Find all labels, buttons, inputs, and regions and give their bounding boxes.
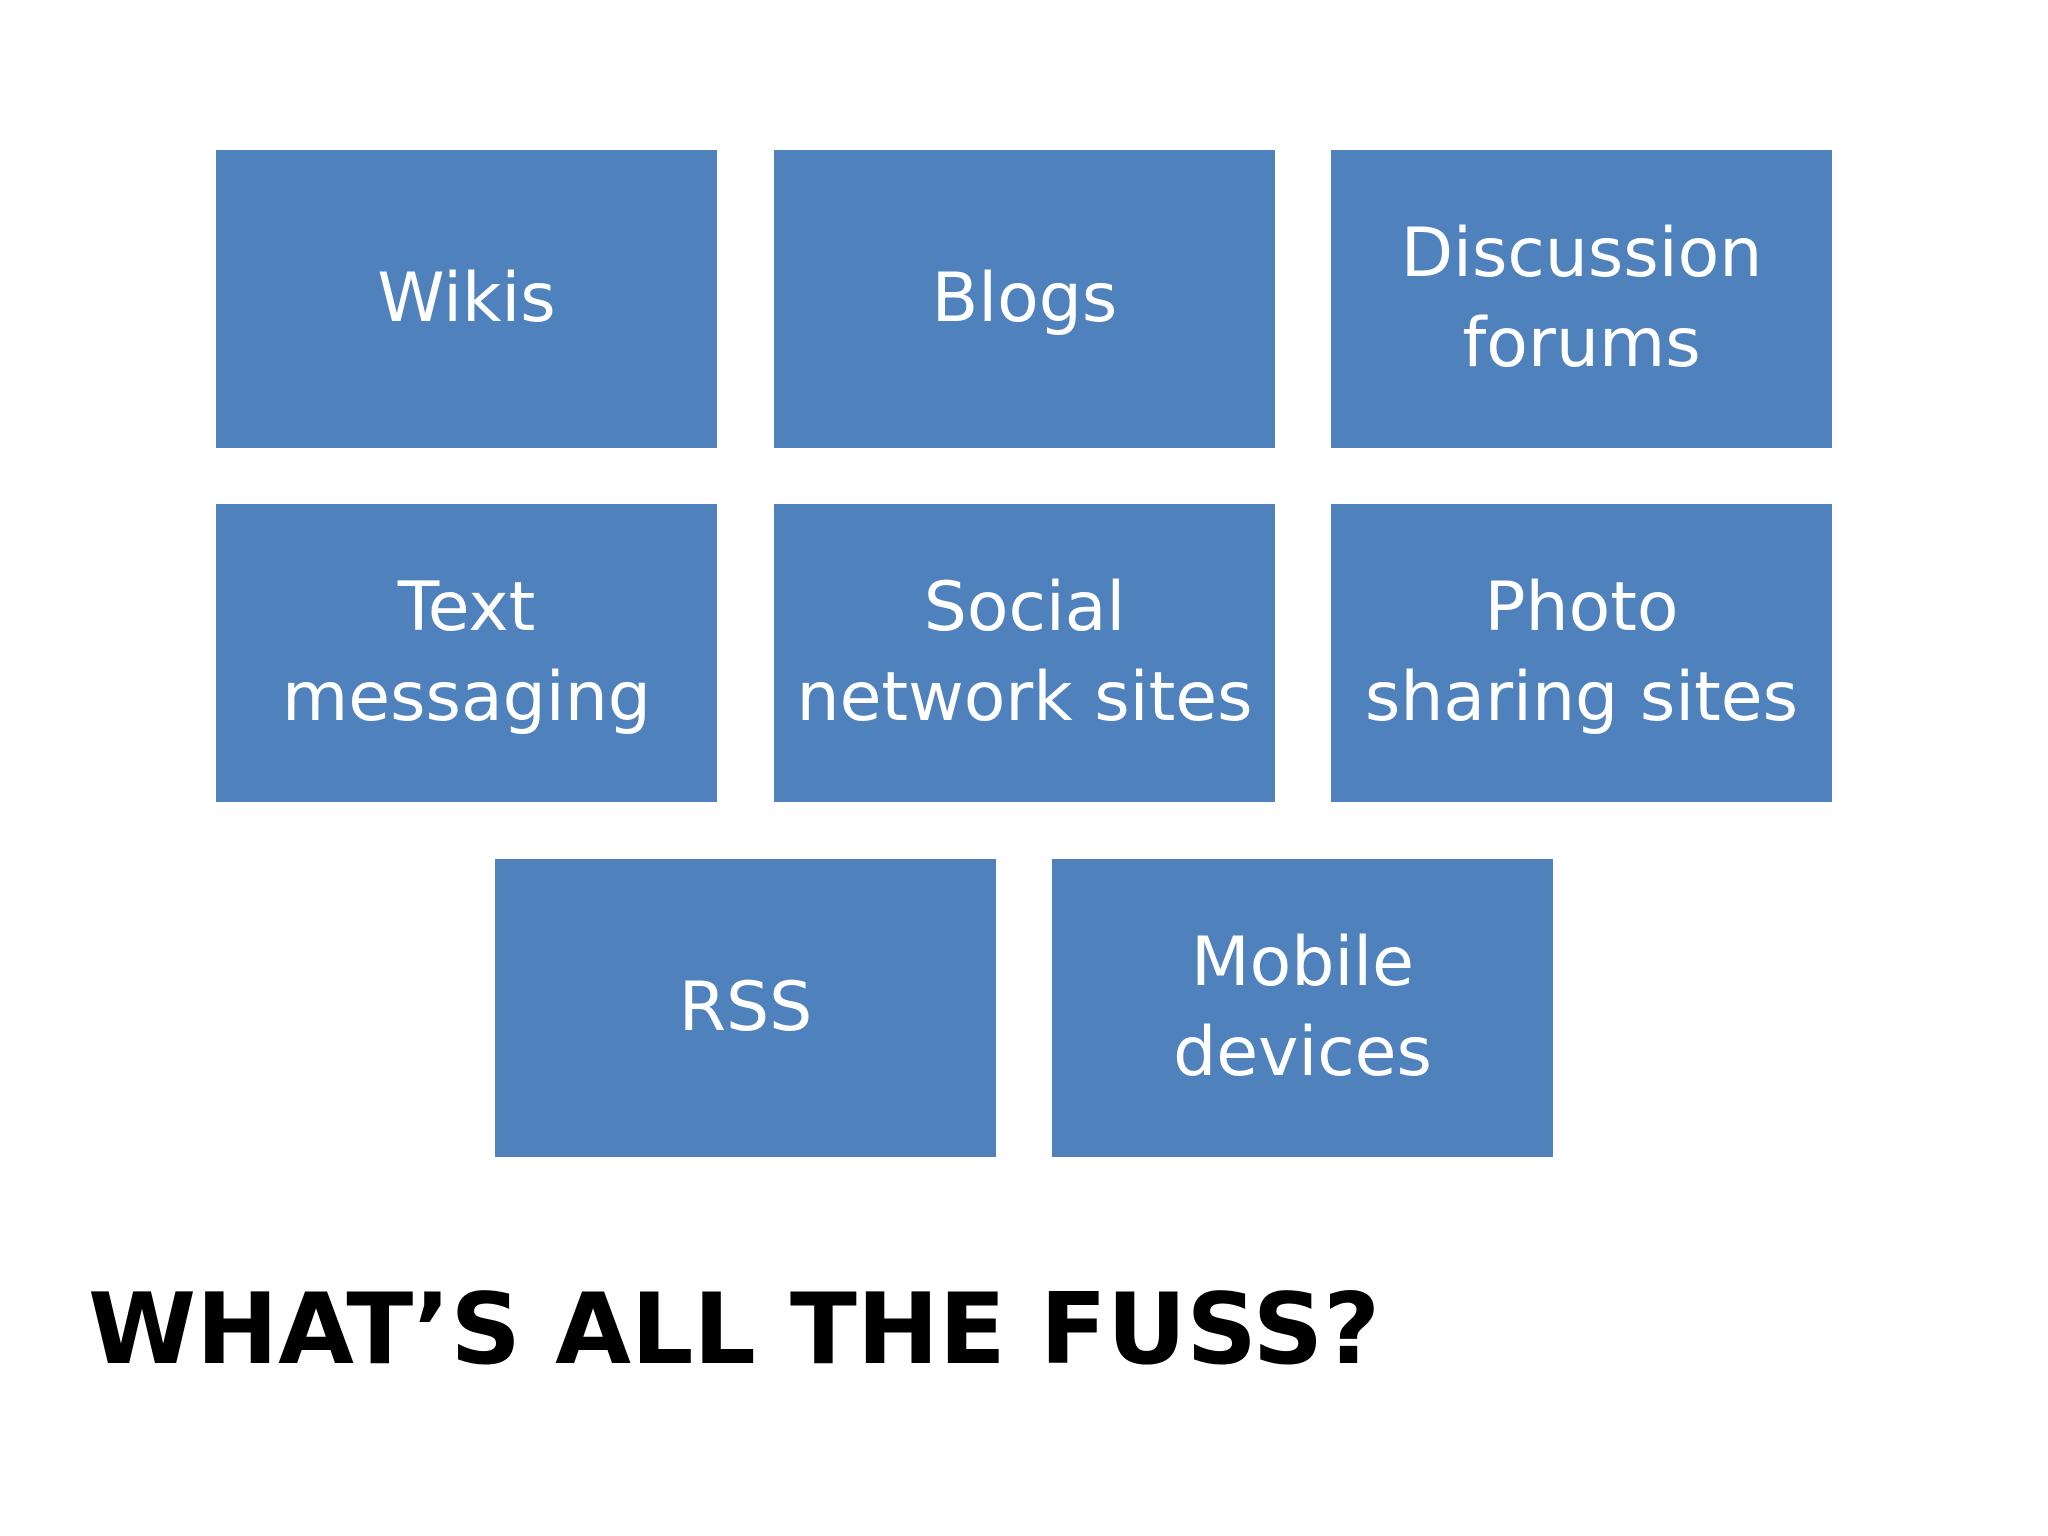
box-label: Mobile devices [1173,923,1432,1092]
box-label: RSS [678,968,813,1047]
box-label: Discussion forums [1400,214,1763,383]
diagram-box-social-network-sites: Social network sites [774,504,1275,802]
slide-title: WHAT’S ALL THE FUSS? [88,1273,1381,1387]
diagram-box-mobile-devices: Mobile devices [1052,859,1553,1157]
box-label: Social network sites [796,568,1253,737]
box-label: Wikis [377,259,556,338]
box-label: Photo sharing sites [1364,568,1799,737]
diagram-box-wikis: Wikis [216,150,717,448]
box-label: Text messaging [282,568,651,737]
diagram-box-discussion-forums: Discussion forums [1331,150,1832,448]
diagram-box-photo-sharing-sites: Photo sharing sites [1331,504,1832,802]
diagram-box-rss: RSS [495,859,996,1157]
box-label: Blogs [931,259,1118,338]
diagram-box-blogs: Blogs [774,150,1275,448]
diagram-box-text-messaging: Text messaging [216,504,717,802]
